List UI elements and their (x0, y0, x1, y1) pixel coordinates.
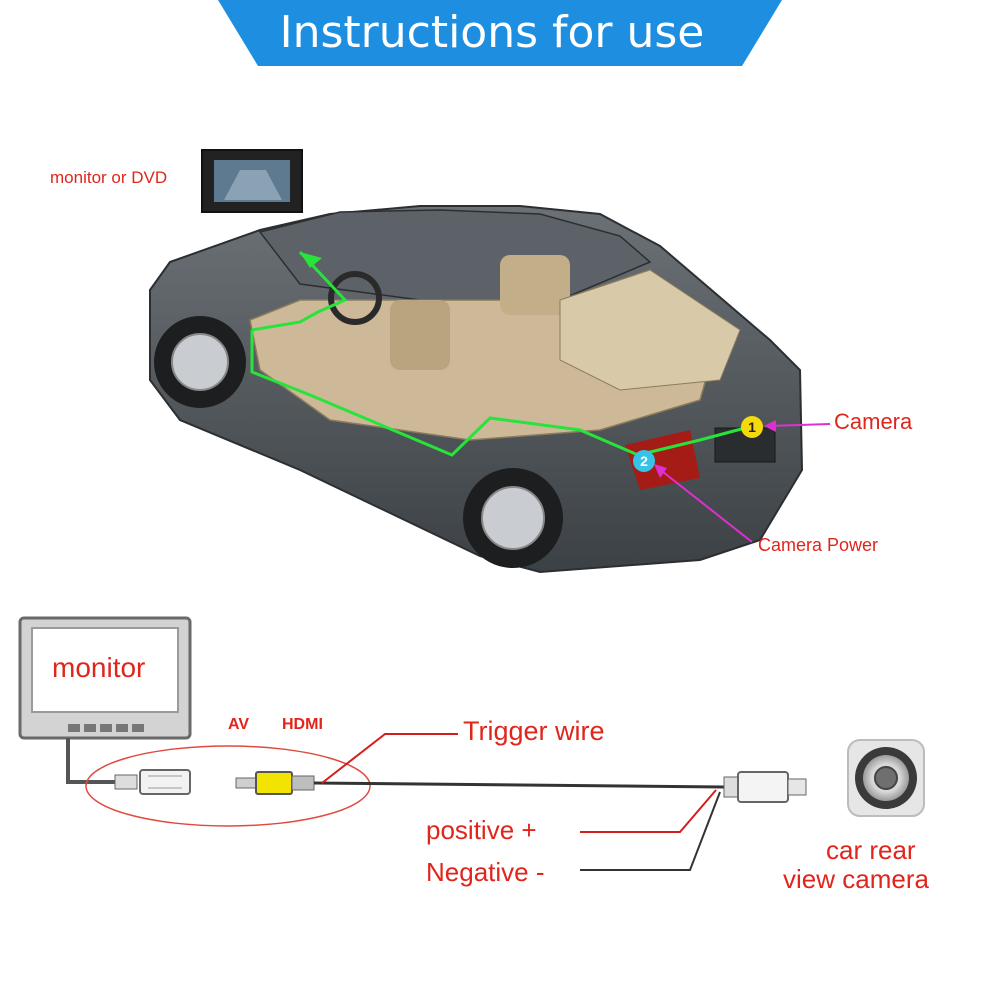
negative-label: Negative - (426, 857, 545, 887)
rear-camera-icon (847, 739, 925, 817)
front-wheel-rim (171, 333, 229, 391)
trigger-wire-label: Trigger wire (463, 716, 605, 746)
point-1-badge: 1 (741, 416, 763, 438)
camera-pointer (767, 423, 831, 427)
female-connector (114, 769, 191, 795)
rear-camera-label-line2: view camera (783, 864, 929, 894)
rca-connector (235, 771, 315, 795)
page-title: Instructions for use (279, 7, 705, 58)
wire-route (251, 250, 348, 332)
main-video-cable (313, 781, 725, 789)
camera-power-pointer (657, 467, 753, 543)
av-label: AV (228, 716, 250, 733)
positive-wire (580, 789, 717, 833)
camera-pointer-head (764, 420, 776, 432)
header-banner (218, 0, 782, 66)
monitor-screen (31, 627, 179, 713)
car-illustration (149, 205, 804, 574)
rear-wheel-rim (481, 486, 545, 550)
seat-rear (500, 255, 570, 315)
negative-wire (580, 791, 721, 871)
connector-highlight-ellipse (85, 745, 371, 827)
point-2-badge: 2 (633, 450, 655, 472)
camera-power-pointer-head (654, 464, 667, 478)
dvd-monitor-thumbnail (201, 149, 303, 213)
camera-label: Camera (834, 409, 913, 434)
monitor-label: monitor (52, 652, 146, 683)
monitor-buttons (68, 724, 144, 732)
hdmi-label: HDMI (282, 716, 323, 733)
car-trunk (559, 269, 741, 391)
wire-arrow-head (300, 252, 322, 268)
monitor-cable (66, 738, 115, 784)
steering-wheel (328, 271, 382, 325)
trigger-wire (321, 733, 458, 784)
rear-camera-label-line1: car rear (826, 835, 916, 865)
wire-route-floor (250, 330, 746, 457)
monitor-dvd-label: monitor or DVD (50, 168, 168, 187)
seat-front (390, 300, 450, 370)
camera-connector (723, 771, 807, 803)
positive-label: positive + (426, 815, 537, 845)
camera-power-label: Camera Power (758, 535, 879, 555)
